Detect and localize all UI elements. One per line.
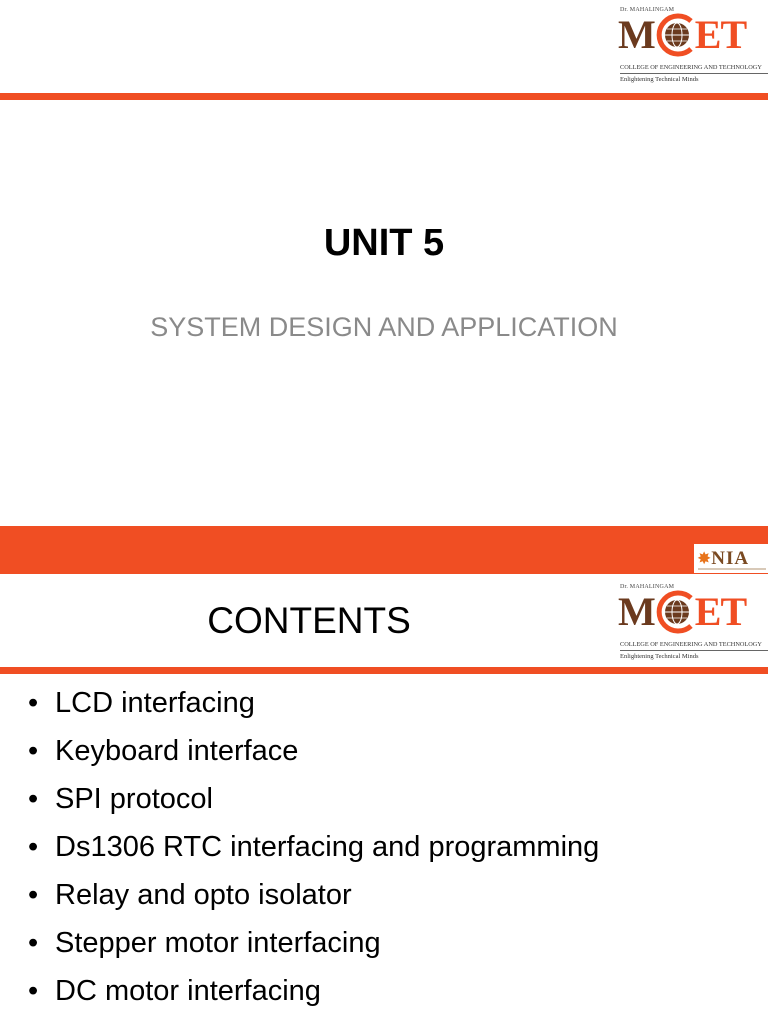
- globe-icon: [656, 13, 693, 57]
- mcet-logo: Dr. MAHALINGAM M ET COLLEGE OF ENGINEERI…: [618, 584, 768, 664]
- list-item-text: Stepper motor interfacing: [55, 927, 381, 959]
- list-item-text: LCD interfacing: [55, 687, 255, 719]
- bullet-icon: •: [28, 735, 39, 767]
- list-item: • SPI protocol: [28, 779, 599, 827]
- list-item: • Stepper motor interfacing: [28, 923, 599, 971]
- contents-underline-bar: [0, 667, 768, 674]
- list-item: • DC motor interfacing: [28, 971, 599, 1019]
- list-item-text: Ds1306 RTC interfacing and programming: [55, 831, 600, 863]
- bullet-icon: •: [28, 831, 39, 863]
- mcet-logo: Dr. MAHALINGAM M ET COLLEGE OF ENGINEERI…: [618, 7, 768, 87]
- logo-divider: [620, 73, 768, 74]
- bullet-icon: •: [28, 927, 39, 959]
- logo-mark-left: M: [618, 12, 656, 57]
- logo-college-name: COLLEGE OF ENGINEERING AND TECHNOLOGY: [620, 641, 762, 648]
- top-banner: [0, 543, 768, 574]
- slide-title: UNIT 5: [323, 222, 445, 264]
- contents-slide: ✸ NIA Dr. MAHALINGAM M ET COLLEGE OF ENG…: [0, 543, 768, 1024]
- slide-subtitle: SYSTEM DESIGN AND APPLICATION: [150, 312, 618, 342]
- bullet-icon: •: [28, 687, 39, 719]
- list-item-text: SPI protocol: [55, 783, 213, 815]
- logo-tagline: Enlightening Technical Minds: [620, 653, 699, 660]
- title-slide: Dr. MAHALINGAM M ET COLLEGE OF ENGINEERI…: [0, 7, 768, 342]
- nia-badge: ✸ NIA: [694, 544, 768, 573]
- bullet-icon: •: [28, 783, 39, 815]
- contents-title: CONTENTS: [207, 600, 411, 641]
- logo-mark-left: M: [618, 589, 656, 634]
- logo-top-line: Dr. MAHALINGAM: [620, 7, 675, 13]
- bullet-icon: •: [28, 975, 39, 1007]
- logo-divider: [620, 650, 768, 651]
- list-item: • Relay and opto isolator: [28, 875, 599, 923]
- list-item: • LCD interfacing: [28, 683, 599, 731]
- logo-tagline: Enlightening Technical Minds: [620, 76, 699, 83]
- logo-mark: M ET: [618, 589, 747, 634]
- contents-list: • LCD interfacing • Keyboard interface • SP…: [28, 683, 599, 1019]
- logo-mark-right: ET: [694, 12, 747, 57]
- logo-mark-right: ET: [694, 589, 747, 634]
- slide-separator-band: [0, 526, 768, 543]
- nia-badge-text: NIA: [711, 547, 750, 569]
- logo-top-line: Dr. MAHALINGAM: [620, 584, 675, 590]
- sun-icon: ✸: [697, 549, 712, 568]
- logo-college-name: COLLEGE OF ENGINEERING AND TECHNOLOGY: [620, 64, 762, 71]
- list-item: • Keyboard interface: [28, 731, 599, 779]
- list-item: • Ds1306 RTC interfacing and programming: [28, 827, 599, 875]
- list-item-text: DC motor interfacing: [55, 975, 321, 1007]
- header-bar: [0, 93, 768, 100]
- list-item-text: Relay and opto isolator: [55, 879, 352, 911]
- logo-mark: M ET: [618, 12, 747, 57]
- list-item-text: Keyboard interface: [55, 735, 299, 767]
- globe-icon: [656, 590, 693, 634]
- bullet-icon: •: [28, 879, 39, 911]
- nia-badge-underline: [698, 568, 766, 570]
